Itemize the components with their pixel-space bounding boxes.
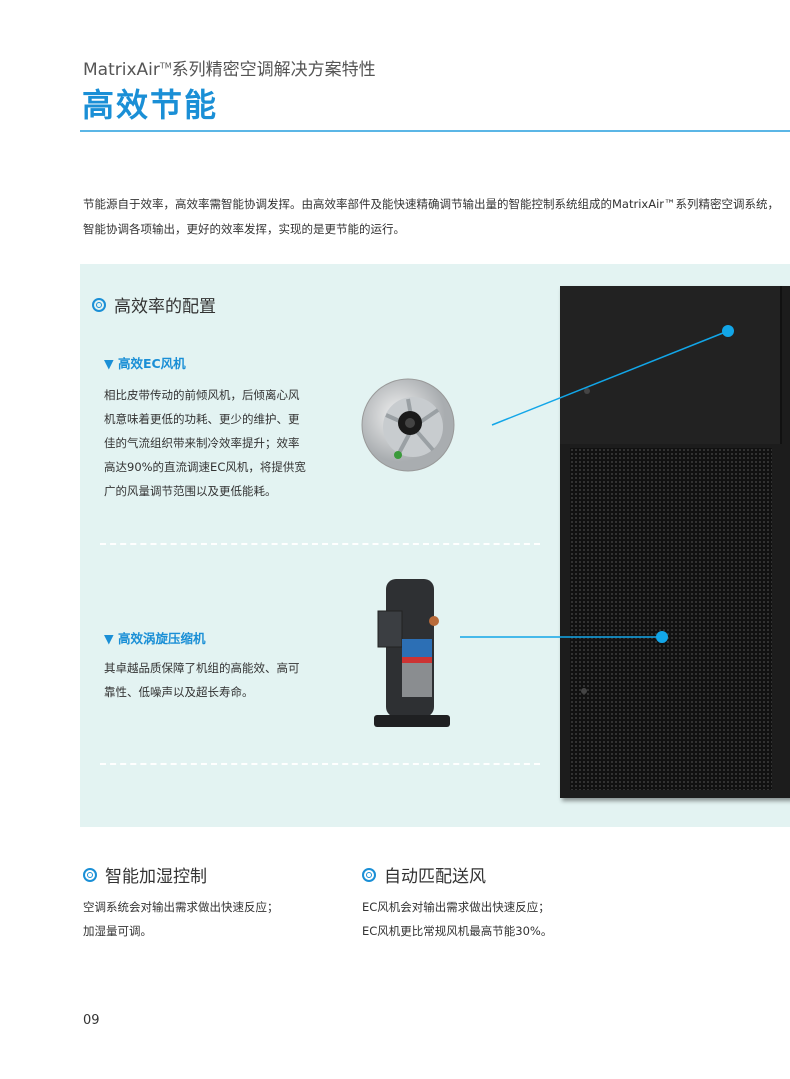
text-line: EC风机更比常规风机最高节能30%。 [362, 924, 553, 938]
compressor-callout-dot [656, 631, 668, 643]
text-line: 加湿量可调。 [83, 924, 152, 938]
cabinet-top-panel [560, 286, 782, 444]
heading-text: 自动匹配送风 [384, 867, 486, 887]
feature-humidification-heading: 智能加湿控制 [83, 862, 207, 887]
page-number: 09 [83, 1013, 100, 1028]
fan-callout-dot [722, 325, 734, 337]
cabinet-grille [570, 448, 772, 790]
page-title: 高效节能 [82, 86, 219, 124]
feature-humidification-text: 空调系统会对输出需求做出快速反应； 加湿量可调。 [83, 895, 279, 943]
subtitle-text: 系列精密空调解决方案特性 [171, 60, 376, 80]
scroll-compressor-image [374, 579, 450, 727]
text-line: 相比皮带传动的前倾风机，后倾离心风 [104, 388, 300, 402]
text-line: 其卓越品质保障了机组的高能效、高可 [104, 661, 300, 675]
text-line: 机意味着更低的功耗、更少的维护、更 [104, 412, 300, 426]
text-line: 广的风量调节范围以及更低能耗。 [104, 484, 277, 498]
cabinet-screw [584, 388, 590, 394]
cabinet-screw [581, 688, 587, 694]
ring-bullet-icon [83, 867, 97, 882]
text-line: 空调系统会对输出需求做出快速反应； [83, 900, 279, 914]
text-line: 佳的气流组织带来制冷效率提升；效率 [104, 436, 300, 450]
ec-fan-image [361, 378, 455, 472]
feature-airflow-text: EC风机会对输出需求做出快速反应； EC风机更比常规风机最高节能30%。 [362, 895, 552, 943]
compressor-description: 其卓越品质保障了机组的高能效、高可 靠性、低噪声以及超长寿命。 [104, 656, 300, 704]
compressor-title: ▼ 高效涡旋压缩机 [104, 631, 206, 646]
intro-paragraph: 节能源自于效率，高效率需智能协调发挥。由高效率部件及能快速精确调节输出量的智能控… [83, 197, 779, 236]
ring-bullet-icon [362, 867, 376, 882]
config-heading: 高效率的配置 [92, 292, 216, 317]
ring-bullet-icon [92, 297, 106, 312]
section-divider [100, 543, 540, 545]
heading-text: 高效率的配置 [114, 297, 216, 317]
title-divider [80, 130, 790, 132]
text-line: 高达90%的直流调速EC风机，将提供宽 [104, 460, 306, 474]
series-name: MatrixAir [83, 60, 160, 80]
heading-text: 智能加湿控制 [105, 867, 207, 887]
text-line: 靠性、低噪声以及超长寿命。 [104, 685, 254, 699]
fan-description: 相比皮带传动的前倾风机，后倾离心风 机意味着更低的功耗、更少的维护、更 佳的气流… [104, 383, 306, 503]
page-subtitle: MatrixAirTM系列精密空调解决方案特性 [83, 55, 376, 80]
section-divider [100, 763, 540, 765]
trademark: TM [159, 61, 172, 71]
text-line: EC风机会对输出需求做出快速反应； [362, 900, 550, 914]
fan-title: ▼ 高效EC风机 [104, 356, 186, 371]
feature-airflow-heading: 自动匹配送风 [362, 862, 486, 887]
